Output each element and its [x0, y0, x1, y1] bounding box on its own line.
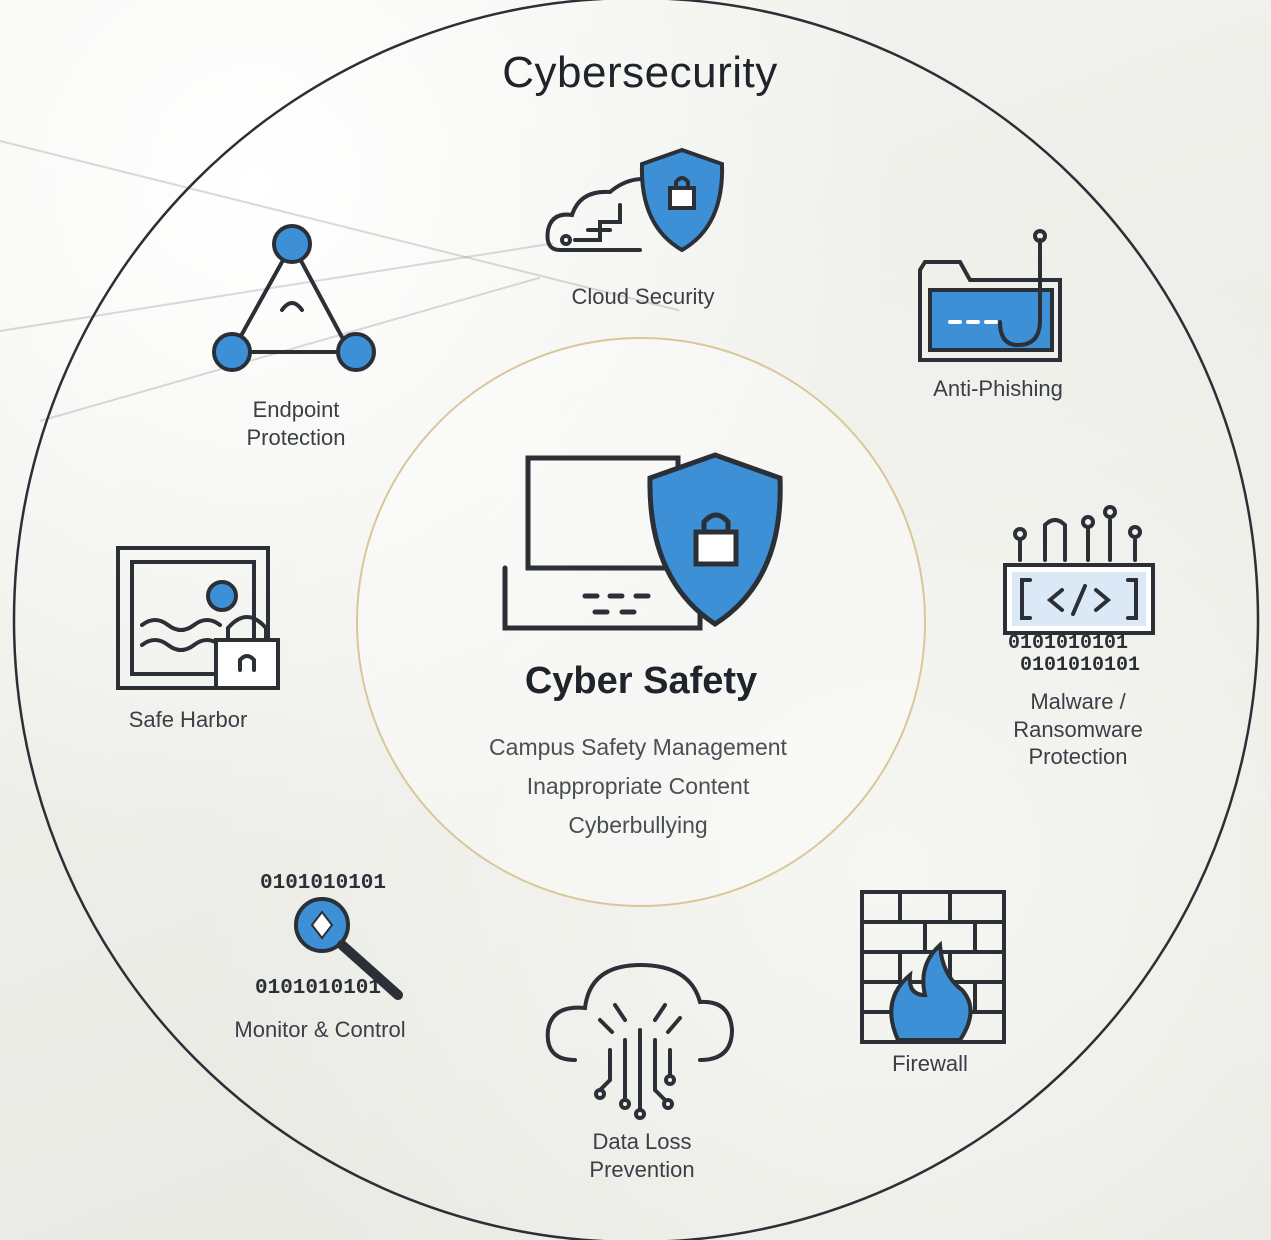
- label-safe-harbor: Safe Harbor: [128, 707, 248, 732]
- laptop-shield-icon: [502, 452, 783, 631]
- monitor-binary-2: 0101010101: [255, 977, 381, 1000]
- malware-binary-1: 0101010101: [1008, 632, 1128, 655]
- outer-ring: [12, 0, 1260, 1240]
- image-lock-icon: [116, 546, 280, 690]
- center-item: Inappropriate Content: [526, 773, 750, 800]
- label-malware: Malware / Ransomware Protection: [1013, 689, 1143, 769]
- center-items: Campus Safety Management Inappropriate C…: [428, 728, 848, 845]
- label-cloud-security: Cloud Security: [571, 284, 715, 309]
- label-data-loss: Data Loss Prevention: [589, 1129, 695, 1182]
- label-endpoint: Endpoint Protection: [246, 397, 346, 450]
- label-monitor: Monitor & Control: [234, 1017, 406, 1042]
- malware-code-icon: [1003, 505, 1155, 635]
- cloud-shield-icon: [545, 147, 725, 253]
- monitor-binary-1: 0101010101: [260, 872, 386, 895]
- center-item: Campus Safety Management: [489, 734, 787, 760]
- phishing-hook-icon: [918, 229, 1062, 362]
- page-title: Cybersecurity: [502, 48, 778, 97]
- center-title: Cyber Safety: [524, 660, 758, 702]
- label-firewall: Firewall: [892, 1051, 968, 1076]
- inner-ring: [356, 337, 926, 907]
- label-anti-phishing: Anti-Phishing: [933, 376, 1063, 401]
- binary-magnifier-icon: [294, 897, 403, 1000]
- malware-binary-2: 0101010101: [1020, 654, 1140, 677]
- network-triangle-icon: [212, 224, 376, 372]
- center-item: Cyberbullying: [568, 812, 708, 839]
- firewall-icon: [860, 890, 1006, 1044]
- cloud-circuit-icon: [545, 962, 735, 1120]
